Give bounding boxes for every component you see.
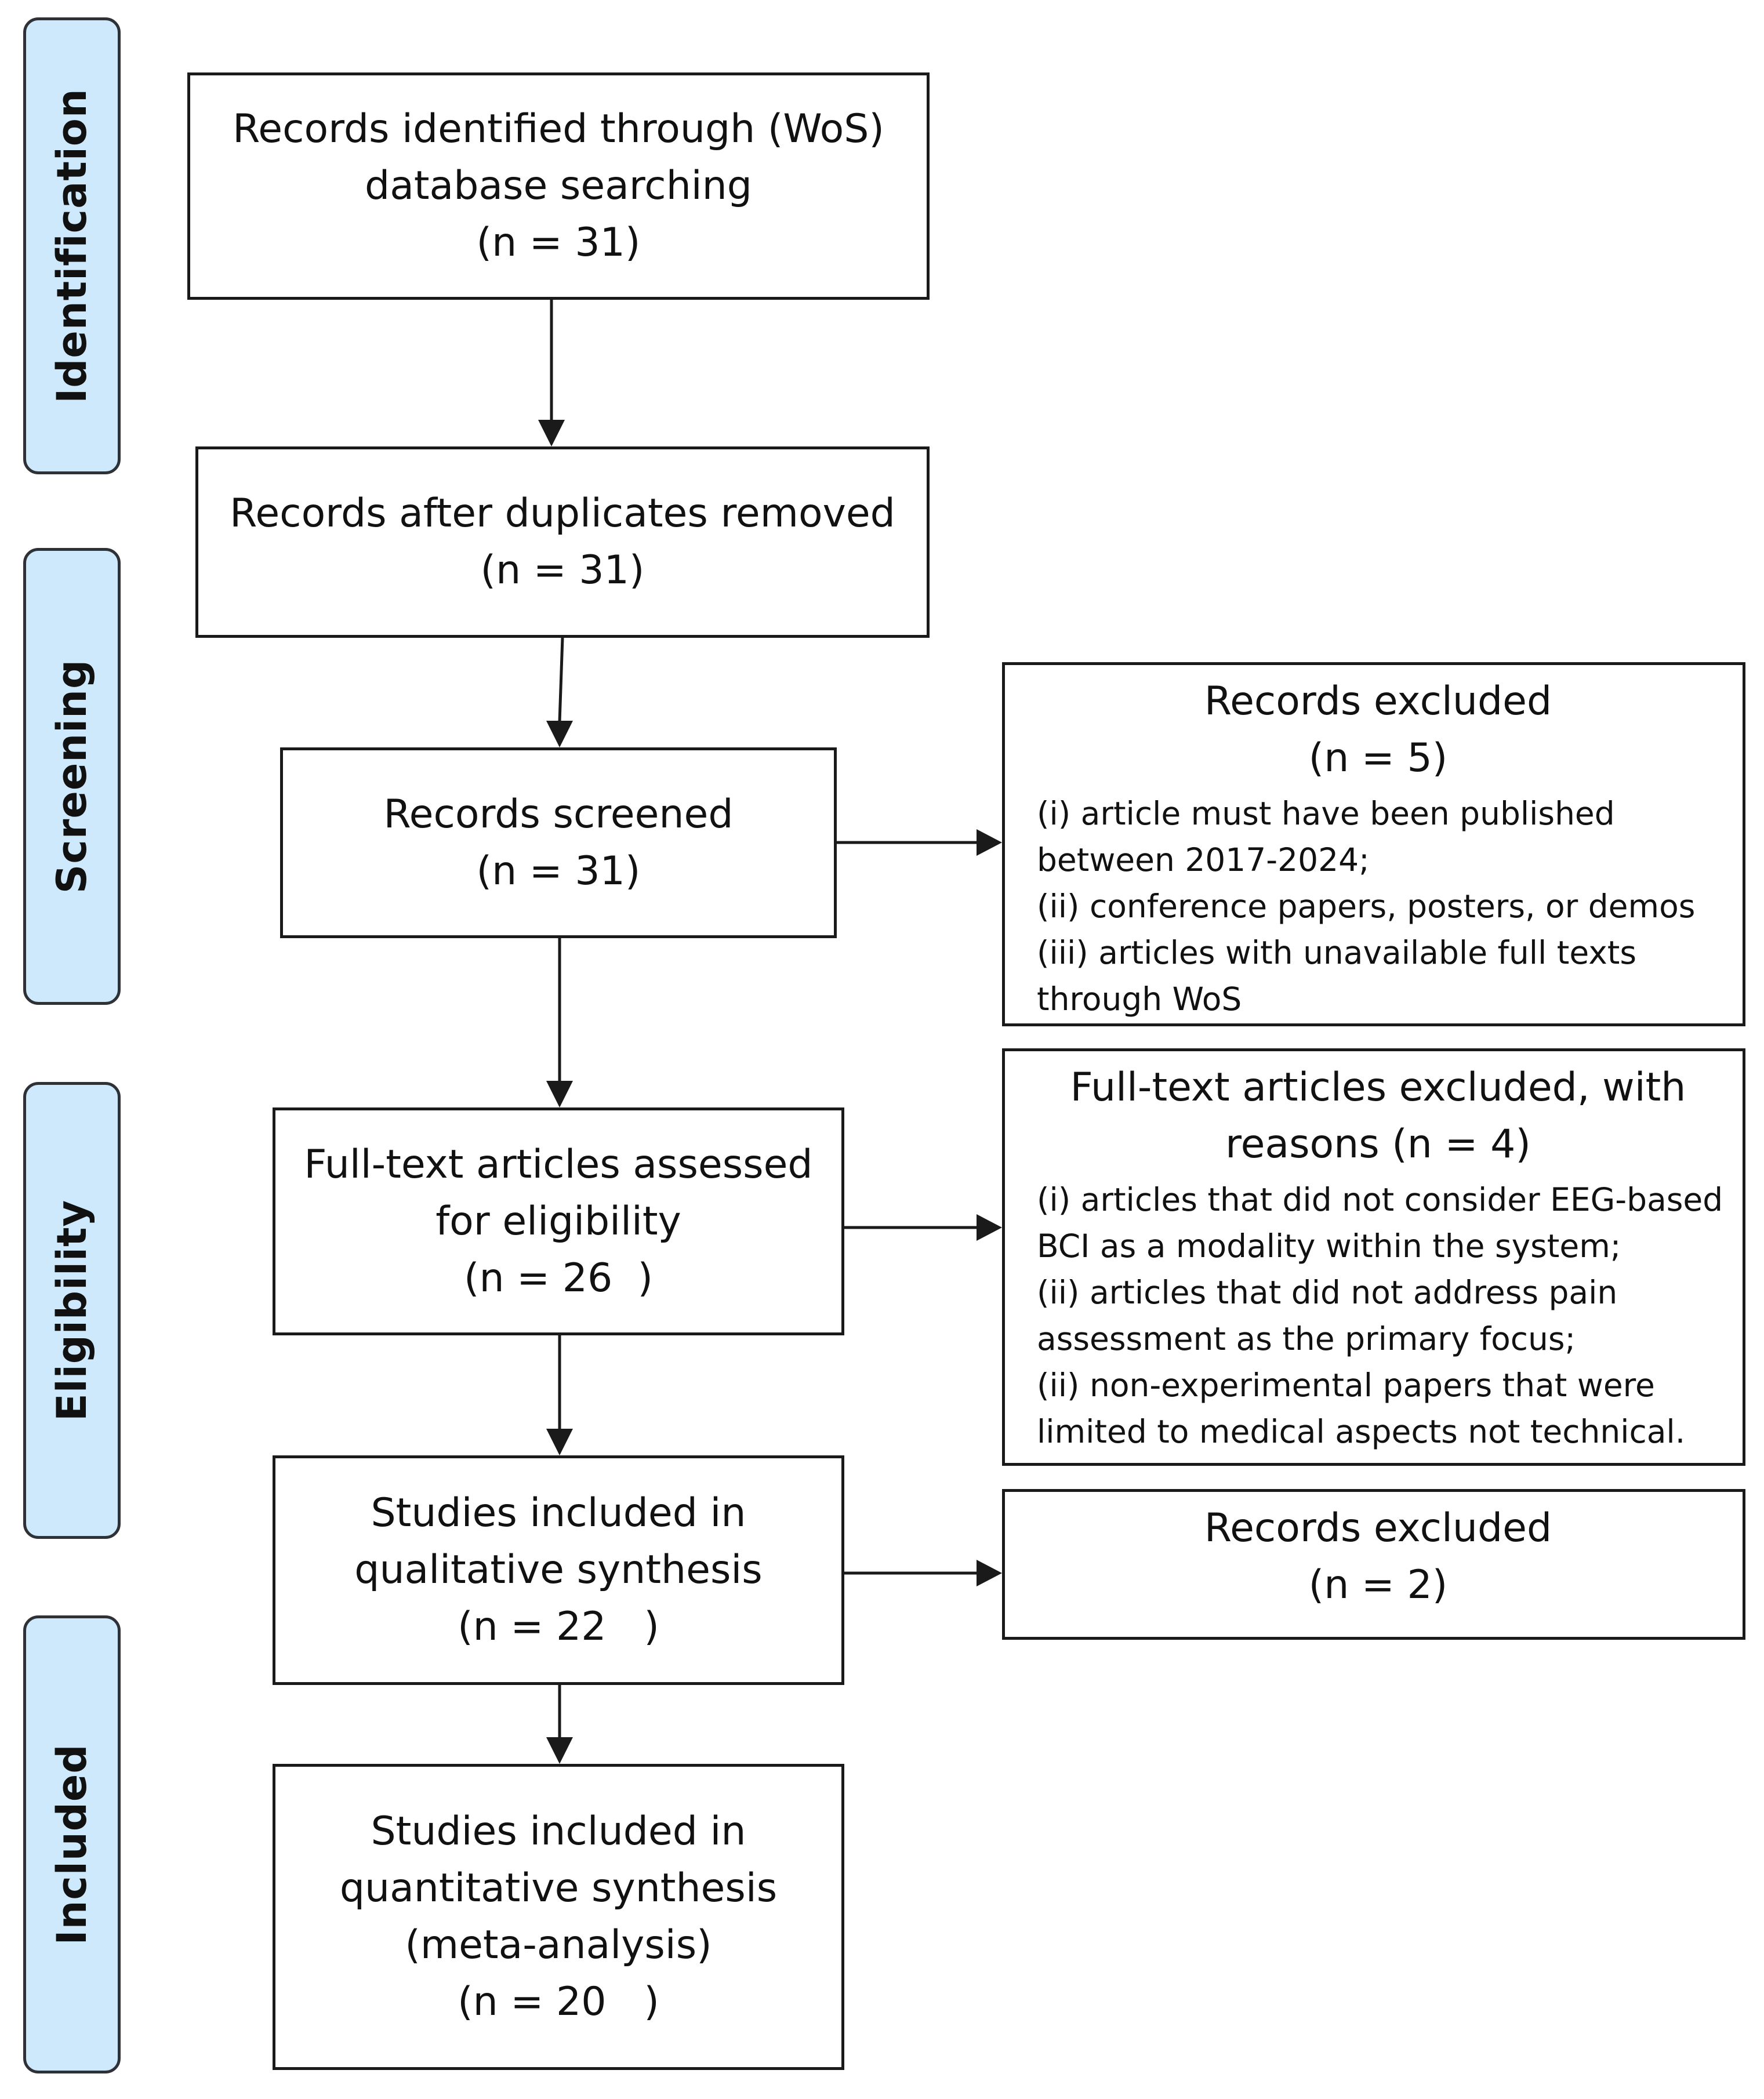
quantitative-count: (n = 20 ) bbox=[458, 1979, 659, 2025]
fulltext-excluded-count: reasons (n = 4) bbox=[1225, 1121, 1531, 1167]
reason-item: (ii) articles that did not address pain bbox=[1037, 1274, 1618, 1311]
quantitative-line-3: (meta-analysis) bbox=[405, 1922, 712, 1968]
after-duplicates-count: (n = 31) bbox=[480, 547, 645, 593]
identified-count: (n = 31) bbox=[476, 220, 641, 266]
records-excluded-1-count: (n = 5) bbox=[1308, 735, 1448, 781]
fulltext-excluded-reasons: (i) articles that did not consider EEG-b… bbox=[1037, 1176, 1723, 1455]
fulltext-assessed-box: Full-text articles assessed for eligibil… bbox=[273, 1107, 844, 1335]
reason-item: (i) articles that did not consider EEG-b… bbox=[1037, 1181, 1723, 1218]
qualitative-line-2: qualitative synthesis bbox=[354, 1547, 763, 1593]
quantitative-box: Studies included in quantitative synthes… bbox=[273, 1764, 844, 2070]
reason-item: assessment as the primary focus; bbox=[1037, 1320, 1576, 1357]
reason-item: (iii) articles with unavailable full tex… bbox=[1037, 934, 1636, 971]
records-excluded-box-2: Records excluded (n = 2) bbox=[1002, 1489, 1745, 1640]
reason-item: (i) article must have been published bbox=[1037, 795, 1615, 832]
reason-item: (ii) non-experimental papers that were bbox=[1037, 1367, 1655, 1404]
stage-eligibility: Eligibility bbox=[23, 1082, 121, 1539]
records-excluded-2-title: Records excluded bbox=[1204, 1505, 1552, 1551]
qualitative-box: Studies included in qualitative synthesi… bbox=[273, 1455, 844, 1685]
quantitative-line-2: quantitative synthesis bbox=[339, 1865, 778, 1911]
records-excluded-1-reasons: (i) article must have been published bet… bbox=[1037, 790, 1719, 1022]
fulltext-assessed-count: (n = 26 ) bbox=[463, 1255, 654, 1301]
reason-item: limited to medical aspects not technical… bbox=[1037, 1413, 1686, 1450]
fulltext-assessed-line-1: Full-text articles assessed bbox=[304, 1141, 813, 1188]
after-duplicates-line-1: Records after duplicates removed bbox=[230, 491, 895, 536]
screened-box: Records screened (n = 31) bbox=[280, 747, 837, 938]
fulltext-excluded-box: Full-text articles excluded, with reason… bbox=[1002, 1048, 1745, 1466]
qualitative-count: (n = 22 ) bbox=[458, 1604, 659, 1650]
screened-line-1: Records screened bbox=[383, 791, 734, 837]
fulltext-assessed-line-2: for eligibility bbox=[435, 1198, 681, 1244]
screened-count: (n = 31) bbox=[476, 848, 641, 894]
reason-item: between 2017-2024; bbox=[1037, 841, 1370, 878]
identified-line-1: Records identified through (WoS) bbox=[233, 106, 884, 152]
after-duplicates-box: Records after duplicates removed (n = 31… bbox=[195, 446, 930, 638]
identified-box: Records identified through (WoS) databas… bbox=[187, 72, 930, 300]
stage-included: Included bbox=[23, 1615, 121, 2073]
stage-identification: Identification bbox=[23, 17, 121, 474]
records-excluded-1-title: Records excluded bbox=[1204, 678, 1552, 724]
stage-screening: Screening bbox=[23, 548, 121, 1005]
quantitative-line-1: Studies included in bbox=[371, 1809, 746, 1854]
records-excluded-box-1: Records excluded (n = 5) (i) article mus… bbox=[1002, 662, 1745, 1026]
identified-line-2: database searching bbox=[365, 163, 752, 209]
reason-item: (ii) conference papers, posters, or demo… bbox=[1037, 888, 1696, 925]
fulltext-excluded-title: Full-text articles excluded, with bbox=[1070, 1065, 1686, 1110]
qualitative-line-1: Studies included in bbox=[371, 1490, 746, 1536]
reason-item: BCI as a modality within the system; bbox=[1037, 1228, 1621, 1265]
reason-item: through WoS bbox=[1037, 980, 1242, 1018]
arrow-duplicates-to-screened bbox=[558, 637, 564, 722]
records-excluded-2-count: (n = 2) bbox=[1308, 1562, 1448, 1608]
